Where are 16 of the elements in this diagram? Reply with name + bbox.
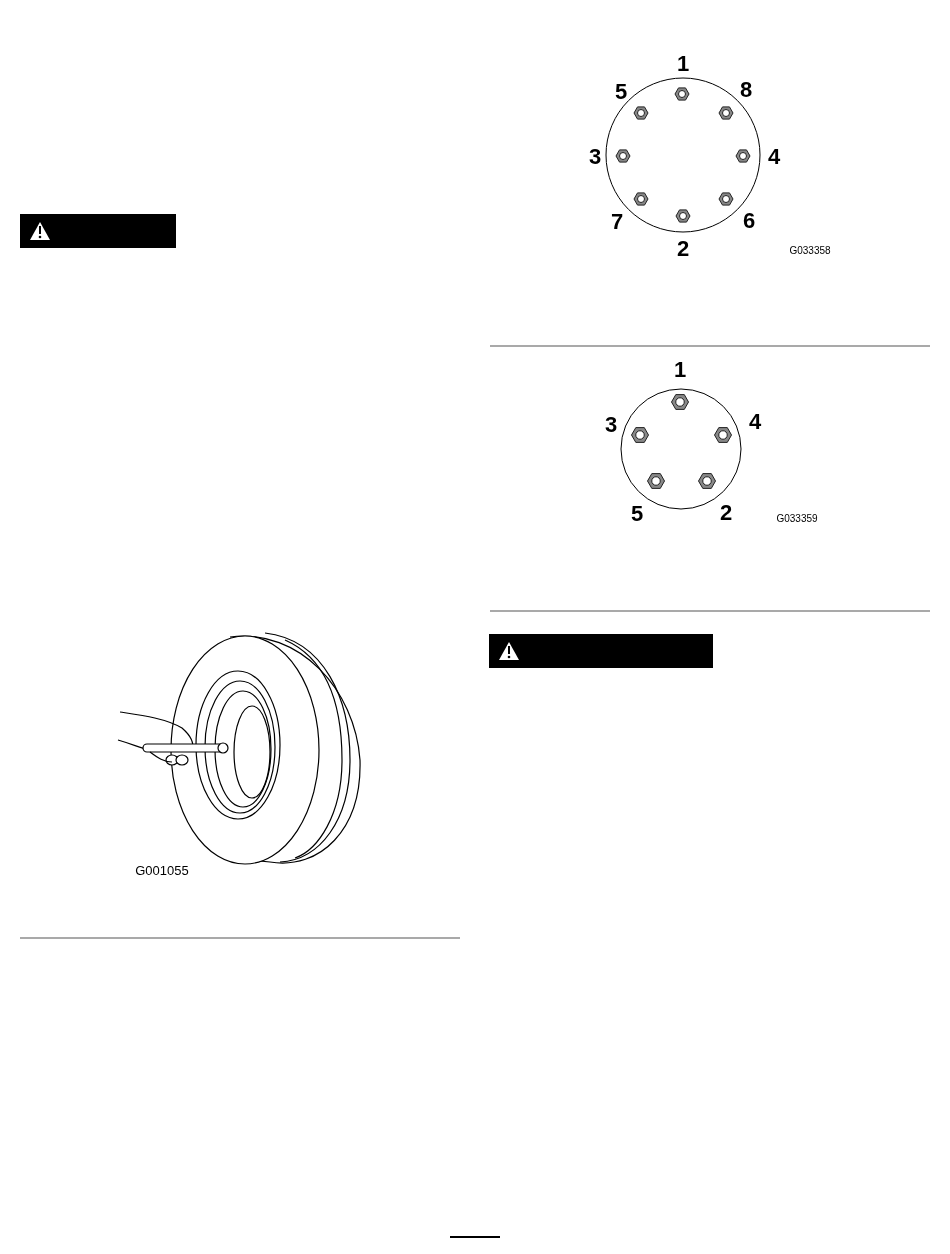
bolt-sequence-number: 1 (673, 359, 687, 381)
bolt-sequence-number: 2 (676, 238, 690, 260)
figure-code: G001055 (135, 863, 189, 877)
bolt-sequence-number: 1 (676, 53, 690, 75)
figure-code: G033358 (789, 246, 831, 256)
bolt-sequence-number: 2 (719, 502, 733, 524)
bolt-sequence-number: 6 (742, 210, 756, 232)
bolt-sequence-number: 3 (588, 146, 602, 168)
figure-code: G033359 (776, 514, 818, 524)
bolt-sequence-number: 5 (614, 81, 628, 103)
bolt-sequence-number: 5 (630, 503, 644, 525)
bolt-sequence-number: 4 (767, 146, 781, 168)
bolt-sequence-number: 3 (604, 414, 618, 436)
bolt-sequence-number: 7 (610, 211, 624, 233)
bolt-sequence-number: 4 (748, 411, 762, 433)
bolt-sequence-number: 8 (739, 79, 753, 101)
